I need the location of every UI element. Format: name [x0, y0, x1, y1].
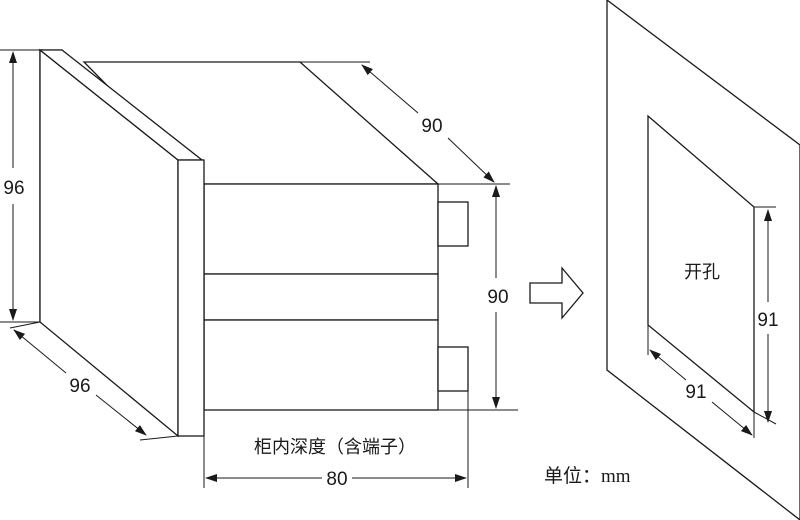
body-depth-dimension: 90 — [300, 61, 510, 185]
cutout-label: 开孔 — [684, 262, 720, 283]
hollow-arrow-icon — [529, 266, 584, 320]
housing-middle-section — [203, 273, 439, 321]
panel-height-dimension: 96 — [0, 49, 40, 323]
body-depth-label: 90 — [421, 116, 442, 137]
body-height-label: 90 — [487, 287, 508, 308]
depth-caption: 柜内深度（含端子） — [254, 437, 416, 458]
terminal-block-upper — [437, 201, 469, 247]
bezel-thickness-strip — [177, 159, 205, 437]
cabinet-depth-label: 80 — [326, 469, 347, 490]
body-height-dimension: 90 — [438, 185, 518, 411]
panel-width-label: 96 — [69, 376, 90, 397]
mounting-panel: 开孔 91 91 — [606, 0, 800, 520]
housing-upper-section — [203, 183, 439, 275]
units-label: 单位：mm — [544, 465, 631, 487]
panel-height-label: 96 — [3, 178, 24, 199]
panel-width-dimension: 96 — [9, 321, 179, 441]
housing-lower-section — [203, 319, 439, 411]
instrument-body — [38, 48, 469, 438]
terminal-block-lower — [437, 346, 469, 392]
cutout-height-label: 91 — [757, 310, 778, 331]
cutout-width-label: 91 — [685, 382, 706, 403]
cabinet-depth-dimension: 80 柜内深度（含端子） — [203, 391, 469, 490]
